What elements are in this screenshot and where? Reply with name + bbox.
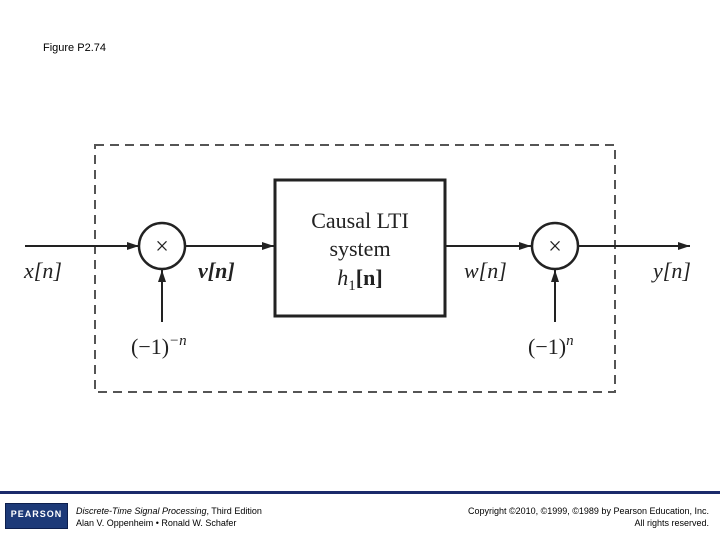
multiplier-1: × [137, 221, 187, 271]
multiplier-1-symbol: × [155, 234, 169, 260]
modulation-2-base: (−1) [528, 334, 566, 359]
dashed-enclosure [94, 144, 616, 393]
multiplier-2-symbol: × [548, 234, 562, 260]
modulation-1-exponent: −n [169, 333, 187, 349]
footer-rule [0, 491, 720, 494]
book-credit: Discrete-Time Signal Processing, Third E… [76, 505, 262, 529]
pearson-logo: PEARSON [5, 503, 68, 529]
lti-system-block [273, 178, 447, 318]
block-diagram: × × Causal LTI system h1[n] x[n] v[n] w[… [23, 144, 691, 393]
book-authors: Alan V. Oppenheim • Ronald W. Schafer [76, 518, 237, 528]
book-edition: , Third Edition [206, 506, 262, 516]
modulation-2-exponent: n [566, 333, 574, 349]
system-arg: [n] [356, 265, 383, 290]
multiplier-2: × [530, 221, 580, 271]
system-h: h [337, 265, 348, 290]
book-title-line: Discrete-Time Signal Processing, Third E… [76, 505, 262, 517]
v-signal-label: v[n] [198, 258, 235, 283]
rights-line: All rights reserved. [634, 518, 709, 528]
modulation-label-1: (−1)−n [131, 333, 187, 359]
pearson-logo-text: PEARSON [10, 509, 63, 519]
modulation-1-base: (−1) [131, 334, 169, 359]
system-label-line2: system [329, 236, 390, 261]
copyright-notice: Copyright ©2010, ©1999, ©1989 by Pearson… [468, 505, 709, 529]
book-title: Discrete-Time Signal Processing [76, 506, 207, 516]
output-signal-label: y[n] [651, 258, 691, 283]
system-label-line1: Causal LTI [311, 208, 409, 233]
w-signal-label: w[n] [464, 258, 507, 283]
system-subscript: 1 [348, 278, 356, 294]
modulation-label-2: (−1)n [528, 333, 574, 359]
input-signal-label: x[n] [23, 258, 62, 283]
system-impulse-response: h1[n] [337, 265, 382, 294]
figure-title: Figure P2.74 [43, 42, 106, 54]
copyright-line: Copyright ©2010, ©1999, ©1989 by Pearson… [467, 506, 709, 516]
